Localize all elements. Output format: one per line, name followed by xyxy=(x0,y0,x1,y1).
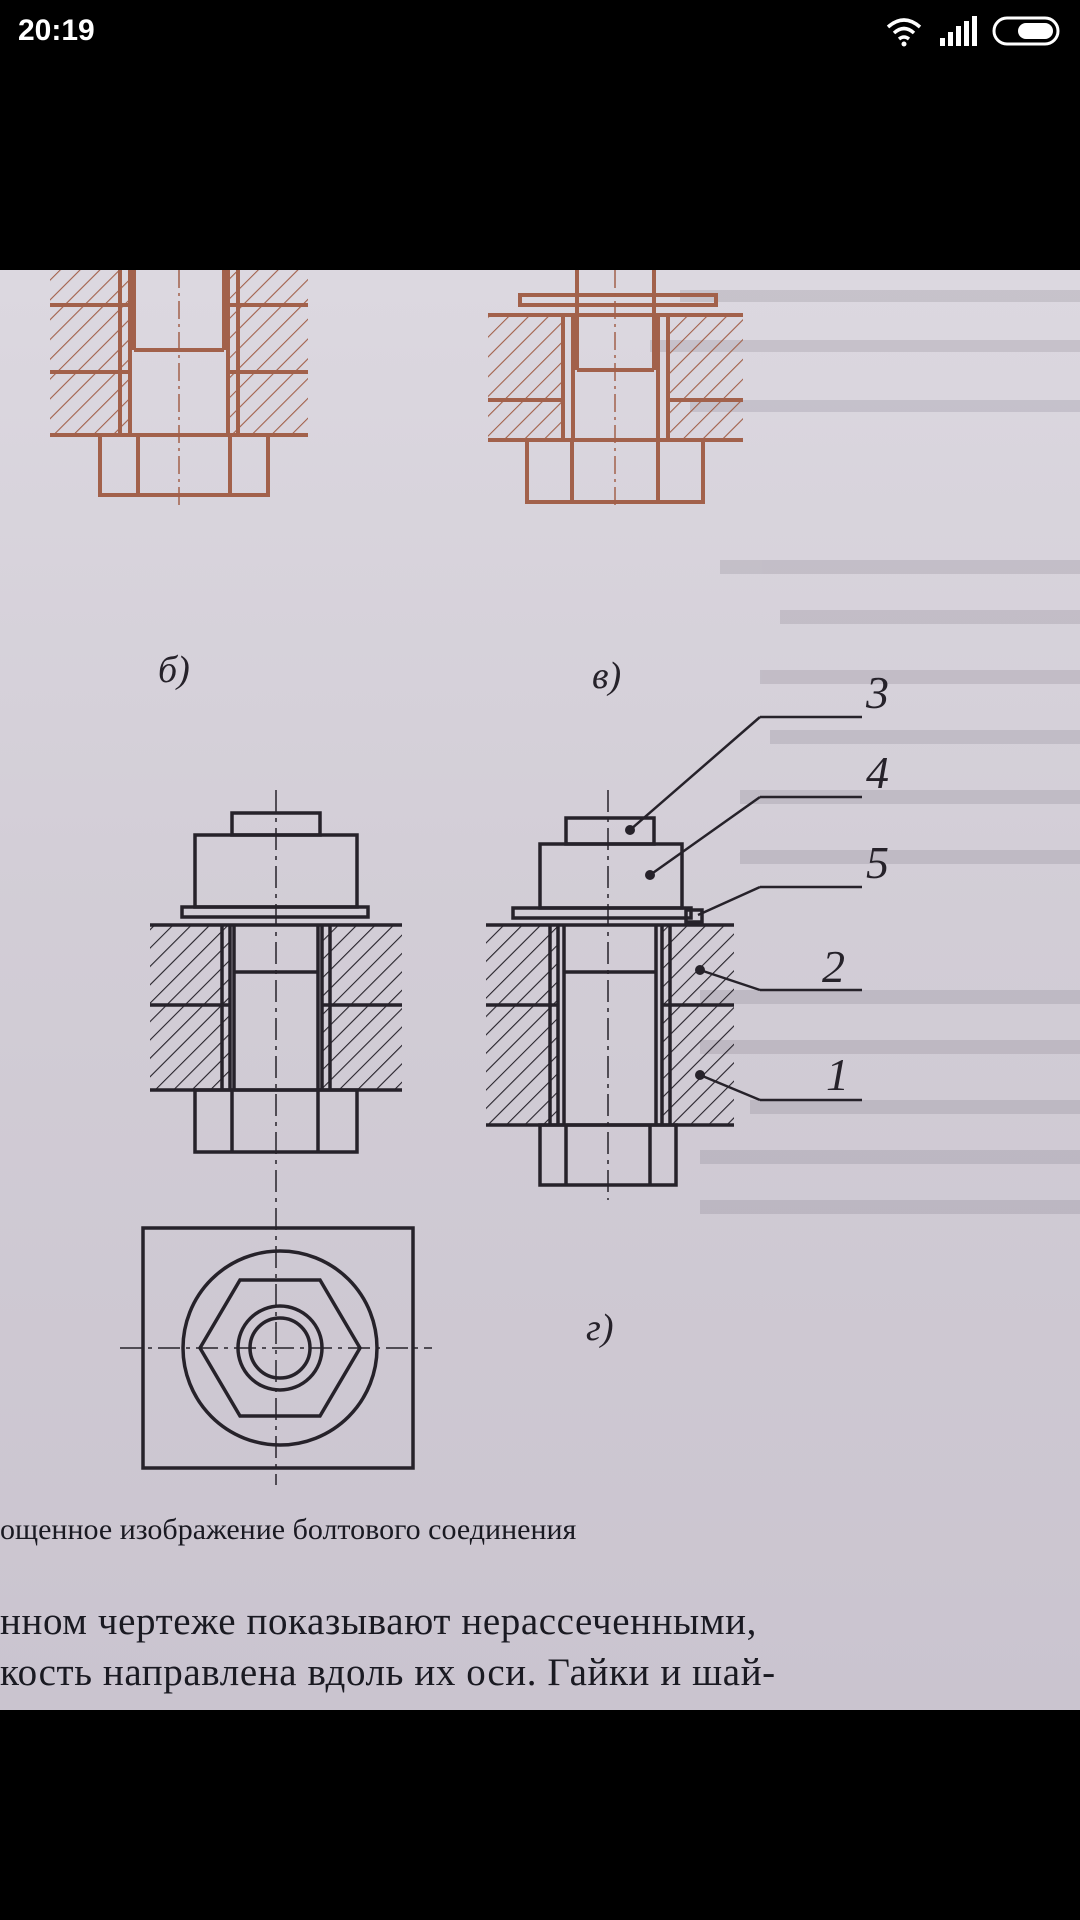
callout-1: 1 xyxy=(826,1049,849,1100)
callout-4: 4 xyxy=(866,747,889,798)
drawing-g-left xyxy=(120,790,432,1485)
callout-5: 5 xyxy=(866,837,889,888)
drawing-g-right xyxy=(486,715,862,1200)
battery-icon xyxy=(992,16,1060,46)
status-icons xyxy=(884,15,1062,47)
figure-label-v: в) xyxy=(592,655,621,697)
signal-icon xyxy=(940,16,977,46)
faded-background-text xyxy=(650,290,1080,1214)
callout-3: 3 xyxy=(865,667,889,718)
body-text-line-2: кость направлена вдоль их оси. Гайки и ш… xyxy=(0,1651,776,1694)
drawing-v xyxy=(488,270,743,510)
drawing-b xyxy=(50,270,308,510)
figure-label-g: г) xyxy=(586,1307,613,1349)
callout-2: 2 xyxy=(822,941,845,992)
body-text-line-1: нном чертеже показывают нерассеченными, xyxy=(0,1600,757,1643)
bolt-drawings: б) в) xyxy=(50,270,1080,1485)
status-bar: 20:19 xyxy=(0,0,1080,62)
wifi-icon xyxy=(886,18,922,47)
figure-label-b: б) xyxy=(158,649,190,691)
figure-caption: ощенное изображение болтового соединения xyxy=(0,1513,577,1546)
textbook-photo: б) в) xyxy=(0,270,1080,1710)
status-time: 20:19 xyxy=(18,14,95,47)
bottom-black-area xyxy=(0,1710,1080,1920)
